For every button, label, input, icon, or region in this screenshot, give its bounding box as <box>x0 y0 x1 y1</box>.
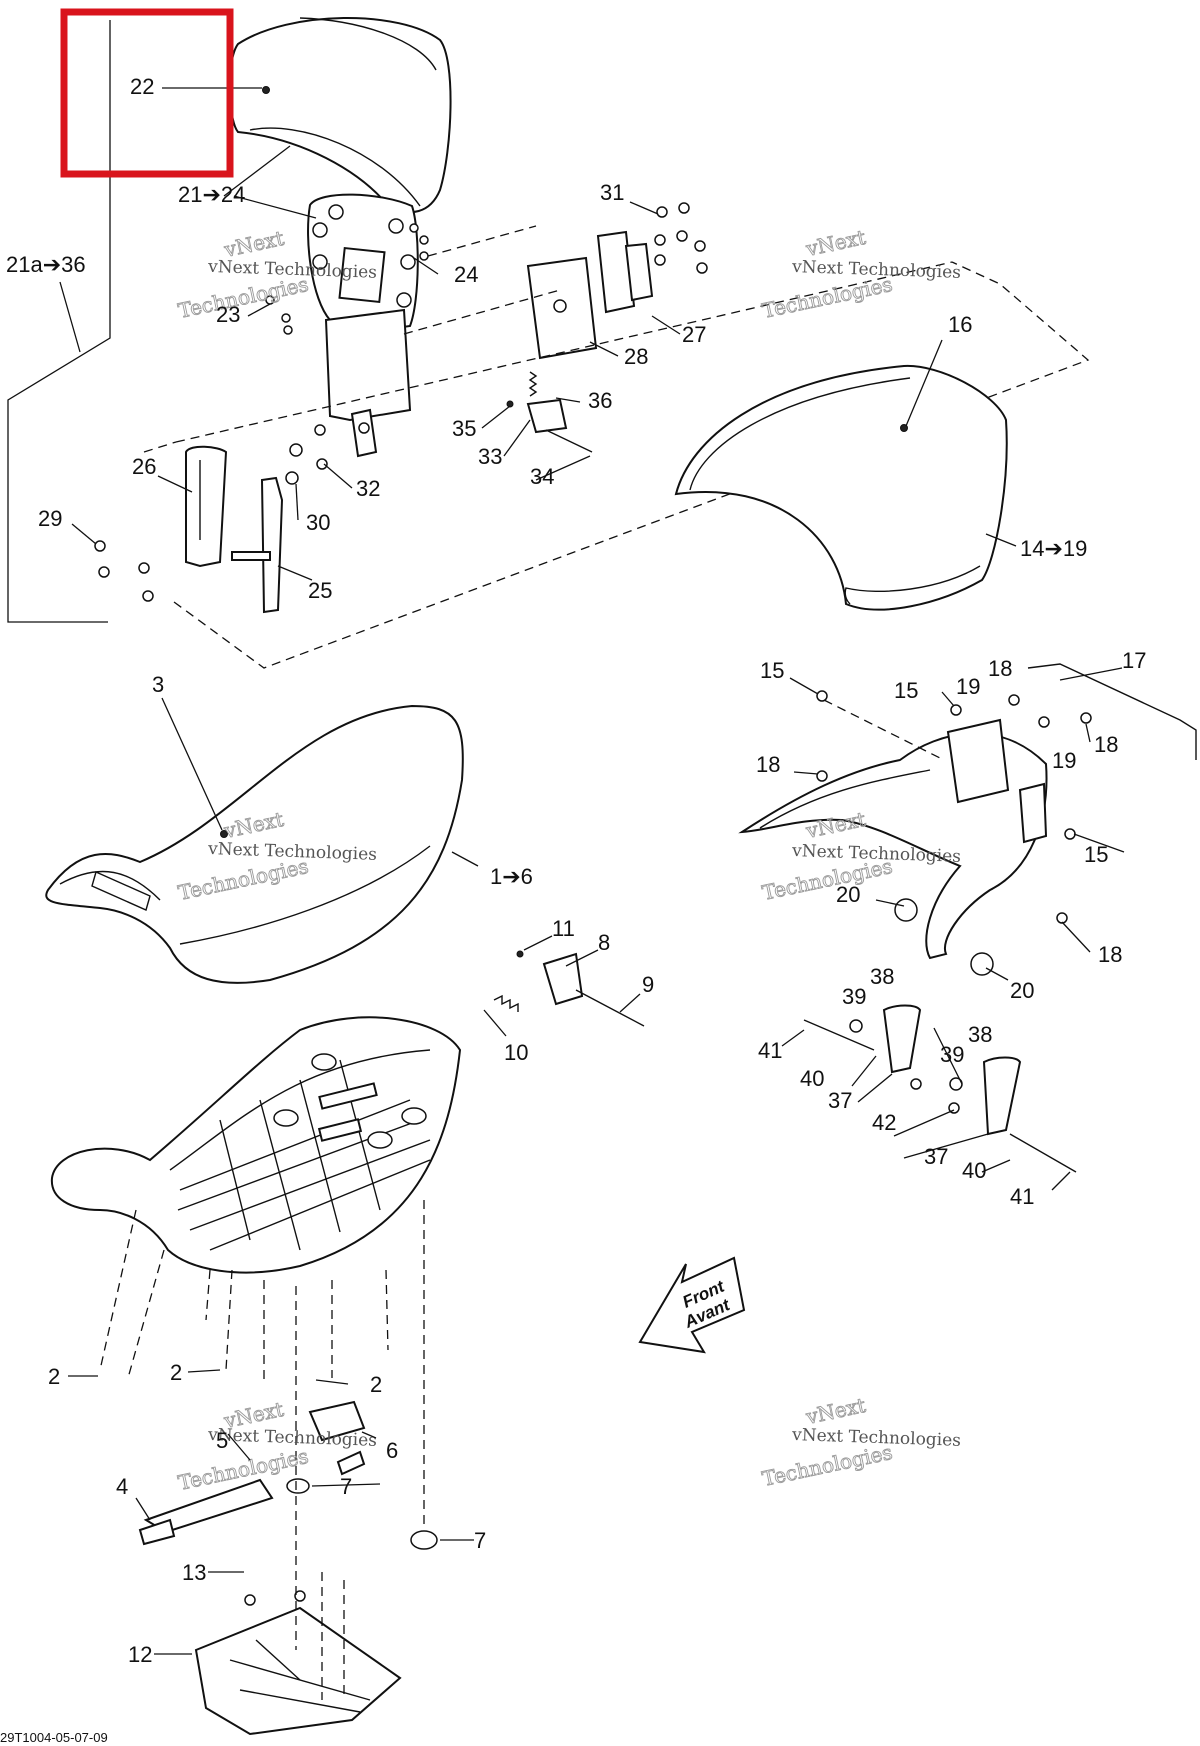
svg-text:Technologies: Technologies <box>760 1440 894 1491</box>
callout-18-b: 18 <box>1094 732 1118 757</box>
callout-3: 3 <box>152 672 164 697</box>
callout-2-b: 2 <box>170 1360 182 1385</box>
callout-30: 30 <box>306 510 330 535</box>
callout-10: 10 <box>504 1040 528 1065</box>
bracket-4 <box>138 1478 274 1546</box>
callout-14-19: 14➔19 <box>1020 536 1087 561</box>
driver-seat-cover <box>45 704 464 984</box>
callout-7-b: 7 <box>474 1528 486 1553</box>
callout-31: 31 <box>600 180 624 205</box>
callout-9: 9 <box>642 972 654 997</box>
callout-24: 24 <box>454 262 478 287</box>
callout-18-a: 18 <box>988 656 1012 681</box>
callout-35: 35 <box>452 416 476 441</box>
callout-26: 26 <box>132 454 156 479</box>
callout-40-b: 40 <box>962 1158 986 1183</box>
svg-text:vNext: vNext <box>221 226 286 262</box>
callout-18-d: 18 <box>1098 942 1122 967</box>
callout-6: 6 <box>386 1438 398 1463</box>
hinge-assembly <box>506 202 708 453</box>
backrest-supports <box>94 424 328 614</box>
callout-41-a: 41 <box>758 1038 782 1063</box>
callout-27: 27 <box>682 322 706 347</box>
watermark-2: vNext vNext Technologies Technologies <box>760 225 962 324</box>
backrest-frame <box>265 193 429 458</box>
front-direction-arrow[interactable]: Front Avant <box>638 1256 746 1354</box>
callout-32: 32 <box>356 476 380 501</box>
callout-36: 36 <box>588 388 612 413</box>
callout-13: 13 <box>182 1560 206 1585</box>
callout-2-c: 2 <box>370 1372 382 1397</box>
bottom-plate <box>194 1590 402 1736</box>
callout-17: 17 <box>1122 648 1146 673</box>
callout-37-a: 37 <box>828 1088 852 1113</box>
leader-lines <box>68 87 1125 1655</box>
callout-37-b: 37 <box>924 1144 948 1169</box>
callout-12: 12 <box>128 1642 152 1667</box>
callout-23: 23 <box>216 302 240 327</box>
callout-16: 16 <box>948 312 972 337</box>
callout-labels: 22 21➔24 21a➔36 24 23 31 27 28 36 35 33 … <box>6 74 1146 1667</box>
callout-28: 28 <box>624 344 648 369</box>
seat-bumpers <box>286 1400 438 1550</box>
callout-20-a: 20 <box>836 882 860 907</box>
rear-rack <box>738 663 1197 976</box>
callout-4: 4 <box>116 1474 128 1499</box>
passenger-seat <box>674 364 1008 611</box>
callout-5: 5 <box>216 1428 228 1453</box>
group-bracket-21a <box>7 20 111 623</box>
callout-39-b: 39 <box>940 1042 964 1067</box>
callout-21a-36: 21a➔36 <box>6 252 86 277</box>
projection-lines-rear <box>143 225 1090 669</box>
callout-2-a: 2 <box>48 1364 60 1389</box>
callout-8: 8 <box>598 930 610 955</box>
backrest-pad <box>228 17 452 214</box>
callout-39-a: 39 <box>842 984 866 1009</box>
callout-41-b: 41 <box>1010 1184 1034 1209</box>
callout-34: 34 <box>530 464 554 489</box>
callout-29: 29 <box>38 506 62 531</box>
callout-20-b: 20 <box>1010 978 1034 1003</box>
callout-18-c: 18 <box>756 752 780 777</box>
svg-text:vNext: vNext <box>803 225 868 261</box>
drawing-code: 29T1004-05-07-09 <box>0 1730 108 1745</box>
callout-1-6: 1➔6 <box>490 864 533 889</box>
driver-seat-base <box>50 1016 462 1274</box>
callout-11: 11 <box>552 916 575 941</box>
seat-latch <box>493 950 645 1027</box>
svg-text:Technologies: Technologies <box>760 272 894 323</box>
callout-33: 33 <box>478 444 502 469</box>
svg-text:Technologies: Technologies <box>176 272 310 323</box>
footrest-brackets <box>803 1004 1077 1173</box>
callout-42: 42 <box>872 1110 896 1135</box>
svg-text:vNext: vNext <box>803 1393 868 1429</box>
callout-38-a: 38 <box>870 964 894 989</box>
callout-38-b: 38 <box>968 1022 992 1047</box>
watermark-6: vNext vNext Technologies Technologies <box>760 1393 962 1492</box>
callout-19-a: 19 <box>956 674 980 699</box>
projection-lines-seat <box>99 1200 425 1700</box>
callout-7-a: 7 <box>340 1474 352 1499</box>
callout-15-c: 15 <box>1084 842 1108 867</box>
callout-22: 22 <box>130 74 154 99</box>
callout-15-b: 15 <box>894 678 918 703</box>
callout-19-b: 19 <box>1052 748 1076 773</box>
callout-40-a: 40 <box>800 1066 824 1091</box>
highlight-box[interactable] <box>60 8 234 178</box>
callout-21-24: 21➔24 <box>178 182 245 207</box>
callout-15-a: 15 <box>760 658 784 683</box>
callout-25: 25 <box>308 578 332 603</box>
